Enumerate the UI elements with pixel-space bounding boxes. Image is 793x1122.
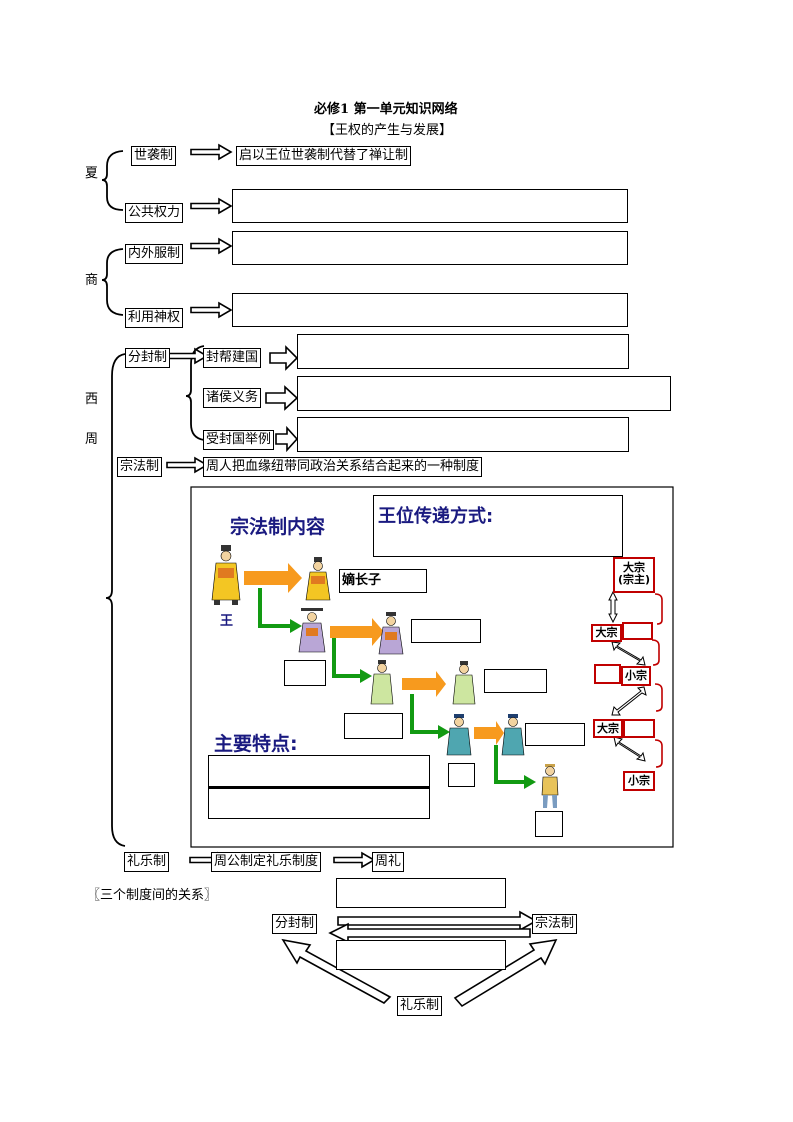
shixi-result-box: 启以王位世袭制代替了禅让制 xyxy=(236,146,412,166)
dynasty-xi-label: 西 xyxy=(85,392,99,407)
fenfeng-sub-item: 诸侯义务 xyxy=(203,388,262,408)
succession-heading: 王位传递方式: xyxy=(378,506,494,527)
dynasty-xia-label: 夏 xyxy=(85,166,99,181)
orange-arrow-icon xyxy=(330,618,384,646)
zhou-bracket xyxy=(105,353,126,847)
arrow-icon xyxy=(269,345,299,371)
zongfa-frame xyxy=(190,486,674,848)
scholar-figure-icon xyxy=(501,714,525,756)
arrow-up-right-icon xyxy=(453,938,558,1008)
neiwaifu-box: 内外服制 xyxy=(125,244,184,264)
zongfa-content-heading: 宗法制内容 xyxy=(230,516,326,538)
arrow-icon xyxy=(190,198,232,214)
zongfa-box: 宗法制 xyxy=(117,457,163,477)
heir-figure-icon xyxy=(305,557,331,601)
orange-arrow-icon xyxy=(244,563,302,593)
gonggong-box: 公共权力 xyxy=(125,203,184,223)
green-arrow-icon xyxy=(258,588,292,628)
official-figure-icon xyxy=(370,660,394,705)
arrow-icon xyxy=(265,385,299,411)
official-figure-icon xyxy=(452,661,476,705)
answer-box[interactable] xyxy=(232,231,628,265)
double-arrow-icon xyxy=(613,736,646,762)
xiaozong-box: 小宗 xyxy=(623,771,655,791)
answer-box[interactable] xyxy=(344,713,403,739)
fenfeng-sub-item: 封帮建国 xyxy=(203,348,262,368)
dazong-box: 大宗 xyxy=(593,719,623,738)
liyue-made-box: 周公制定礼乐制度 xyxy=(211,852,322,872)
zongfa-definition-box: 周人把血缘纽带同政治关系结合起来的一种制度 xyxy=(203,457,483,477)
answer-box[interactable] xyxy=(297,376,671,411)
arrow-icon xyxy=(190,302,232,318)
double-arrow-icon xyxy=(611,641,646,666)
eldest-son-box: 嫡长子 xyxy=(339,569,427,593)
double-arrow-icon xyxy=(611,686,647,716)
green-arrow-icon xyxy=(410,694,440,734)
xia-bracket xyxy=(101,150,124,211)
shang-bracket xyxy=(101,248,124,316)
arrow-left-icon xyxy=(328,922,531,944)
king-label: 王 xyxy=(220,614,234,629)
king-figure-icon xyxy=(211,545,241,605)
answer-box[interactable] xyxy=(484,669,547,693)
fenfeng-sub-item: 受封国举例 xyxy=(203,430,275,450)
arrow-up-left-icon xyxy=(281,938,392,1004)
answer-box[interactable] xyxy=(411,619,481,643)
answer-box[interactable] xyxy=(297,334,629,369)
noble-figure-icon xyxy=(378,612,404,655)
answer-box[interactable] xyxy=(623,719,655,738)
shixi-box: 世袭制 xyxy=(131,146,177,166)
scholar-figure-icon xyxy=(446,714,472,756)
answer-box[interactable] xyxy=(525,723,585,746)
answer-box[interactable] xyxy=(297,417,629,452)
answer-box[interactable] xyxy=(208,788,430,819)
dazong-box: 大宗 xyxy=(591,624,622,642)
arrow-icon xyxy=(166,348,208,364)
green-arrow-icon xyxy=(494,745,526,784)
shenquan-box: 利用神权 xyxy=(125,308,184,328)
answer-box[interactable] xyxy=(622,622,653,640)
relation-zongfa-box: 宗法制 xyxy=(532,914,578,934)
answer-box[interactable] xyxy=(284,660,326,686)
relation-fenfeng-box: 分封制 xyxy=(272,914,318,934)
answer-box[interactable] xyxy=(448,763,475,787)
answer-box[interactable] xyxy=(336,878,506,908)
relation-heading: 〖三个制度间的关系〗 xyxy=(87,888,218,903)
dynasty-zhou-label: 周 xyxy=(85,432,99,447)
red-bracket xyxy=(651,639,660,666)
answer-box[interactable] xyxy=(232,189,628,223)
dynasty-shang-label: 商 xyxy=(85,273,99,288)
green-arrow-icon xyxy=(332,638,362,678)
zhouli-box: 周礼 xyxy=(372,852,405,872)
red-bracket xyxy=(654,739,663,768)
page-title: 必修1 第一单元知识网络 xyxy=(314,102,458,117)
xiaozong-box: 小宗 xyxy=(621,666,651,686)
double-arrow-icon xyxy=(608,590,618,624)
arrow-icon xyxy=(190,238,232,254)
answer-box[interactable] xyxy=(232,293,628,327)
dazong-zongzhu-box: 大宗 (宗主) xyxy=(613,557,655,593)
answer-box[interactable] xyxy=(208,755,430,788)
section-subtitle: 【王权的产生与发展】 xyxy=(322,123,453,138)
features-heading: 主要特点: xyxy=(214,733,298,755)
arrow-right-icon xyxy=(337,910,538,932)
orange-arrow-icon xyxy=(402,671,446,697)
red-bracket xyxy=(654,593,663,625)
succession-box xyxy=(373,495,623,557)
answer-box[interactable] xyxy=(336,940,506,970)
orange-arrow-icon xyxy=(474,721,504,745)
arrow-icon xyxy=(333,852,375,868)
answer-box[interactable] xyxy=(594,664,621,684)
red-bracket xyxy=(654,683,663,712)
arrow-icon xyxy=(166,457,208,473)
relation-liyue-box: 礼乐制 xyxy=(397,996,443,1016)
noble-figure-icon xyxy=(298,608,326,653)
fenfeng-box: 分封制 xyxy=(125,348,171,368)
answer-box[interactable] xyxy=(535,811,563,837)
commoner-figure-icon xyxy=(541,764,559,808)
liyue-box: 礼乐制 xyxy=(124,852,170,872)
arrow-icon xyxy=(275,425,299,453)
arrow-icon xyxy=(190,144,232,160)
